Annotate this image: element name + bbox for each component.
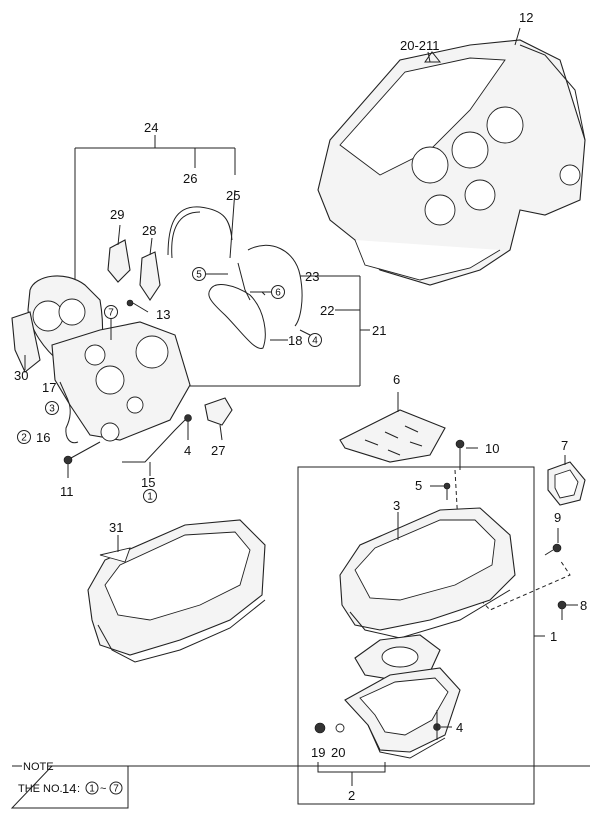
label-4-pan: 4	[456, 720, 463, 735]
label-22: 22	[320, 303, 334, 318]
note-range-end: 7	[113, 784, 119, 795]
note-tilde: ~	[100, 783, 106, 795]
sensor-27	[204, 397, 233, 441]
label-29: 29	[110, 207, 124, 222]
note-number: 14	[62, 781, 76, 796]
bolt-9	[544, 528, 562, 556]
note-box: NOTE THE NO. 14 : 1 ~ 7	[10, 761, 590, 809]
label-15: 15	[141, 475, 155, 490]
circled-2: 2	[17, 430, 31, 444]
label-5: 5	[415, 478, 422, 493]
gasket-16	[65, 399, 79, 444]
circled-7: 7	[104, 305, 118, 319]
label-2: 2	[348, 788, 355, 803]
label-28: 28	[142, 223, 156, 238]
bolt-5	[430, 482, 451, 500]
circled-4: 4	[308, 333, 322, 347]
svg-text:2: 2	[21, 433, 27, 444]
oil-pan-upper-31	[87, 519, 266, 663]
circled-1: 1	[143, 489, 157, 503]
bolt-10	[455, 439, 478, 470]
bracket-2	[317, 762, 386, 773]
label-11: 11	[60, 484, 74, 499]
bolt-13	[126, 299, 149, 313]
gasket-25	[229, 189, 236, 259]
label-16: 16	[36, 430, 50, 445]
label-21: 21	[372, 323, 386, 338]
label-9: 9	[554, 510, 561, 525]
label-26: 26	[183, 171, 197, 186]
label-20: 20	[331, 745, 345, 760]
bracket-28	[139, 251, 161, 301]
engine-block	[317, 39, 586, 286]
circled-3: 3	[45, 401, 59, 415]
label-25: 25	[226, 188, 240, 203]
note-title: NOTE	[23, 761, 54, 773]
gasket-23	[247, 244, 303, 327]
bolt-4-timing	[184, 414, 192, 440]
label-31: 31	[109, 520, 123, 535]
washer-20	[335, 723, 345, 733]
note-separator: :	[77, 783, 80, 795]
baffle-6	[339, 392, 446, 463]
svg-text:4: 4	[312, 336, 318, 347]
label-27: 27	[211, 443, 225, 458]
svg-text:1: 1	[147, 492, 153, 503]
label-3: 3	[393, 498, 400, 513]
bolt-4-pan	[433, 710, 452, 740]
label-7: 7	[561, 438, 568, 453]
label-24: 24	[144, 120, 158, 135]
svg-text:3: 3	[49, 404, 55, 415]
label-18: 18	[288, 333, 302, 348]
note-prefix: THE NO.	[18, 783, 63, 795]
oil-strainer	[354, 634, 441, 681]
circled-6: 6	[271, 285, 285, 299]
label-20-211: 20-211	[400, 38, 440, 53]
svg-text:7: 7	[108, 308, 114, 319]
bolt-11	[63, 441, 101, 478]
dipstick-15	[122, 419, 186, 463]
circled-5: 5	[192, 267, 206, 281]
label-4-timing: 4	[184, 443, 191, 458]
label-12: 12	[519, 10, 533, 25]
gasket-18	[208, 284, 266, 349]
oil-pan-3	[339, 507, 516, 639]
bolt-8	[557, 600, 578, 620]
label-17: 17	[42, 380, 56, 395]
oil-pan-lower-2	[344, 667, 461, 759]
drain-plug-19	[314, 722, 326, 734]
note-range-start: 1	[89, 784, 95, 795]
label-1: 1	[550, 629, 557, 644]
gasket-7	[547, 455, 586, 506]
label-6: 6	[393, 372, 400, 387]
svg-text:5: 5	[196, 270, 202, 281]
label-19: 19	[311, 745, 325, 760]
gasket-26	[167, 206, 233, 256]
svg-text:6: 6	[275, 288, 281, 299]
label-13: 13	[156, 307, 170, 322]
label-23: 23	[305, 269, 319, 284]
label-10: 10	[485, 441, 499, 456]
seal-30	[11, 311, 41, 373]
label-8: 8	[580, 598, 587, 613]
bracket-29	[107, 239, 131, 283]
label-30: 30	[14, 368, 28, 383]
